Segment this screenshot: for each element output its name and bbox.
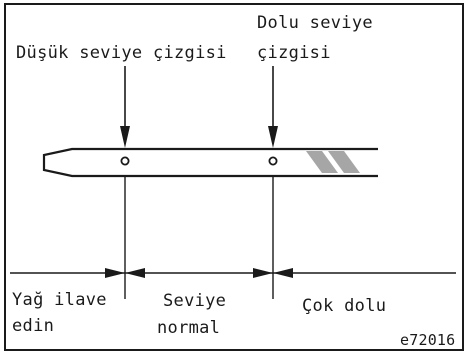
full-level-hole	[268, 156, 278, 166]
low-level-line-label: Düşük seviye çizgisi	[16, 43, 227, 63]
low-level-pointer-arrow	[120, 66, 130, 148]
full-level-line-label-line1: Dolu seviye	[257, 13, 373, 33]
add-oil-label-line2: edin	[12, 316, 55, 336]
dipstick-body	[42, 147, 378, 178]
low-level-hole	[120, 156, 130, 166]
level-range-arrows	[10, 268, 456, 278]
dipstick-hatch-marking	[306, 151, 360, 173]
level-normal-label-line2: normal	[157, 318, 221, 338]
level-normal-label-line1: Seviye	[163, 291, 227, 311]
too-full-label: Çok dolu	[302, 296, 387, 316]
add-oil-label-line1: Yağ ilave	[12, 290, 107, 310]
figure-frame	[4, 3, 464, 351]
full-level-pointer-arrow	[268, 66, 278, 148]
full-level-line-label-line2: çizgisi	[257, 43, 331, 63]
figure-code: e72016	[400, 331, 456, 349]
